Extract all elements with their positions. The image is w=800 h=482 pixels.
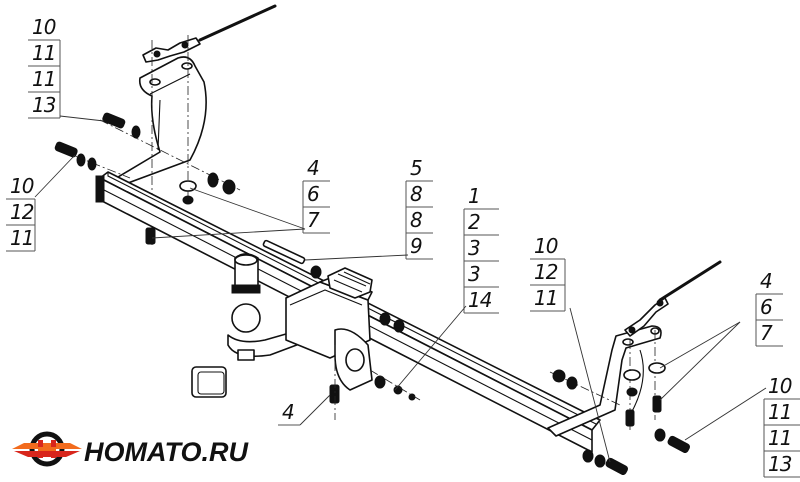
callout-label: 12 [534,260,558,284]
center-fasteners [262,239,416,404]
callout-label: 10 [534,234,558,258]
right-wire-harness [624,260,722,337]
callout-label: 11 [768,400,791,424]
logo-text: HOMATO.RU [84,437,249,467]
callout-label: 11 [10,226,33,250]
callout-label: 8 [410,182,422,206]
callout-label: 11 [32,41,55,65]
callout-label: 7 [760,321,773,345]
left-mounting-bracket [112,56,207,187]
callout-label: 13 [768,452,792,476]
callout-label: 2 [468,210,480,234]
callout-label: 5 [410,156,422,180]
callout-label: 12 [10,200,34,224]
callout-label: 4 [760,269,772,293]
callout-center-a: 467 [302,156,330,234]
callout-label: 4 [307,156,319,180]
callout-right-a: 467 [755,269,783,347]
homato-logo: HOMATO.RU [12,431,249,467]
left-fasteners [54,112,236,245]
callout-label: 6 [307,182,319,206]
callout-label: 7 [307,208,320,232]
callout-bottom: 4 [278,400,300,426]
callout-label: 1 [468,184,480,208]
callout-label: 9 [410,234,422,258]
right-fasteners [552,362,691,476]
right-mounting-bracket [547,325,662,437]
callout-label: 10 [32,15,56,39]
callout-label: 11 [534,286,557,310]
leader-lines [34,115,767,463]
callout-label: 8 [410,208,422,232]
callout-label: 3 [468,262,480,286]
callout-label: 14 [468,288,492,312]
callout-label: 13 [32,93,56,117]
left-wire-harness [142,4,277,63]
hitch-receiver [285,267,373,391]
callout-label: 10 [10,174,34,198]
callout-label: 11 [768,426,791,450]
receiver-cap [191,366,227,398]
callout-label: 6 [760,295,772,319]
callout-label: 11 [32,67,55,91]
callout-label: 10 [768,374,792,398]
callout-label: 4 [282,400,294,424]
callout-label: 3 [468,236,480,260]
